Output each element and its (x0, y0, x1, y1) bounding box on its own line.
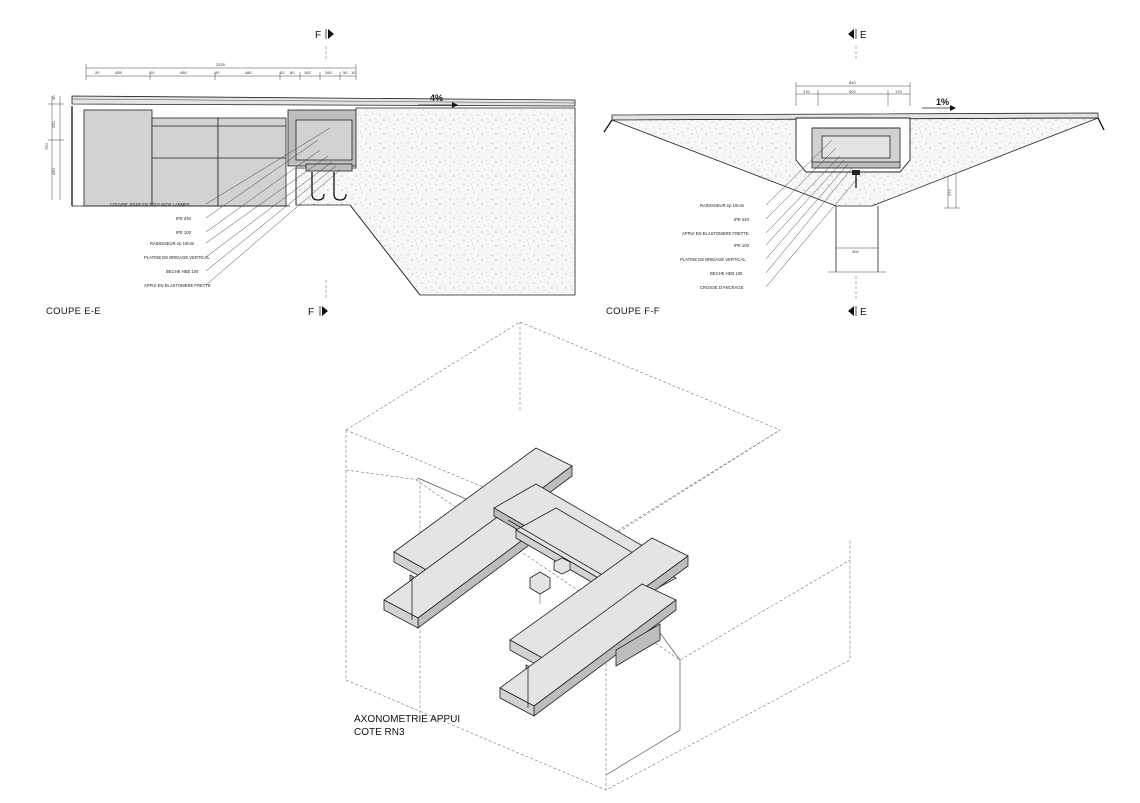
leaders-ee (205, 127, 341, 286)
dim-ee-6: 480 (245, 70, 252, 75)
axo-beam-front (499, 537, 689, 717)
dimension-chain-ee: 20 2525 455 20 480 20 480 20 60 162 260 … (44, 62, 357, 200)
dim-ff-2: 500 (849, 89, 856, 94)
dim-ee-8: 60 (290, 70, 295, 75)
column-ff (828, 206, 886, 273)
dim-ee-12: 10 (351, 70, 356, 75)
cut-label-f-bottom: F (308, 307, 314, 318)
dim-ff-3: 170 (895, 89, 902, 94)
dim-ee-11: 50 (343, 70, 348, 75)
bearing-recess-ff (795, 117, 911, 188)
dim-ee-7: 20 (280, 70, 285, 75)
dim-ee-13: 250 (51, 121, 56, 128)
callout-ee-5: BECHE HEB 100 (166, 269, 199, 274)
dim-ee-5: 20 (215, 70, 220, 75)
section-ee: F 20 2525 455 20 480 20 480 20 60 (44, 29, 576, 318)
section-ff-title: COUPE F-F (606, 306, 660, 317)
callout-ee-0: COUVRE JOINT EN TÔLE INOX LARMEE (110, 202, 190, 207)
cut-label-e-top: E (860, 30, 867, 41)
section-ff: E 840 170 500 170 300 30 624 272 (603, 29, 1105, 318)
dim-ee-4: 480 (180, 70, 187, 75)
slope-ff: 1% (936, 97, 949, 107)
dim-ee-0: 20 (95, 70, 100, 75)
dim-ff-1: 170 (803, 89, 810, 94)
callout-ff-6: CROSSE D'ANCRAGE (700, 285, 744, 290)
callout-ee-6: APPUI EN ELASTOMERE FRETTE (144, 283, 211, 288)
callout-ee-1: IPE 240 (176, 216, 192, 221)
slope-indicator-ee: 4% (418, 93, 458, 108)
dim-ee-3: 20 (150, 70, 155, 75)
cut-marker-e-bottom: E (848, 276, 867, 318)
callout-ee-2: IPE 100 (176, 230, 192, 235)
axonometry: AXONOMETRIE APPUI COTE RN3 (345, 321, 851, 791)
dim-ff-0: 840 (849, 80, 856, 85)
section-ee-title: COUPE E-E (46, 306, 101, 317)
callout-ff-2: APPUI EN ELASTOMERE FRETTE (682, 231, 749, 236)
dim-ee-15: 750 (44, 143, 49, 150)
callout-ee-3: RAIDISSEUR ep 10mm (150, 241, 195, 246)
dim-ff-7: 272 (947, 189, 952, 196)
dim-ee-16: 430 (51, 168, 56, 175)
axo-title-line2: COTE RN3 (354, 727, 405, 738)
leaders-ff (765, 139, 857, 288)
callout-ff-3: IPE 100 (734, 243, 750, 248)
cut-marker-f-bottom: F (308, 280, 328, 318)
dim-ee-9: 162 (304, 70, 311, 75)
cut-marker-e-top: E (848, 29, 867, 60)
slope-ee: 4% (430, 93, 443, 103)
cut-marker-f-top: F (315, 29, 334, 60)
axo-title-line1: AXONOMETRIE APPUI (354, 714, 460, 725)
dim-ff-8: 300 (852, 249, 859, 254)
dim-ee-14: 40 (51, 95, 56, 100)
callout-ff-1: IPE 240 (734, 217, 750, 222)
deck-ee (71, 95, 576, 207)
callout-ff-4: PLATINE DE BRIDAGE VERTICAL (680, 257, 746, 262)
slope-indicator-ff: 1% (922, 97, 956, 111)
dim-ee-10: 260 (325, 70, 332, 75)
dim-ee-2: 455 (115, 70, 122, 75)
callout-ff-0: RAIDISSEUR ep 10mm (700, 203, 745, 208)
cut-label-e-bottom: E (860, 307, 867, 318)
callout-ee-4: PLATINE DE BRIDAGE VERTICAL (144, 255, 210, 260)
callout-ff-5: BECHE HEB 100 (710, 271, 743, 276)
dim-ee-1: 2525 (216, 62, 226, 67)
cut-label-f-top: F (315, 30, 321, 41)
